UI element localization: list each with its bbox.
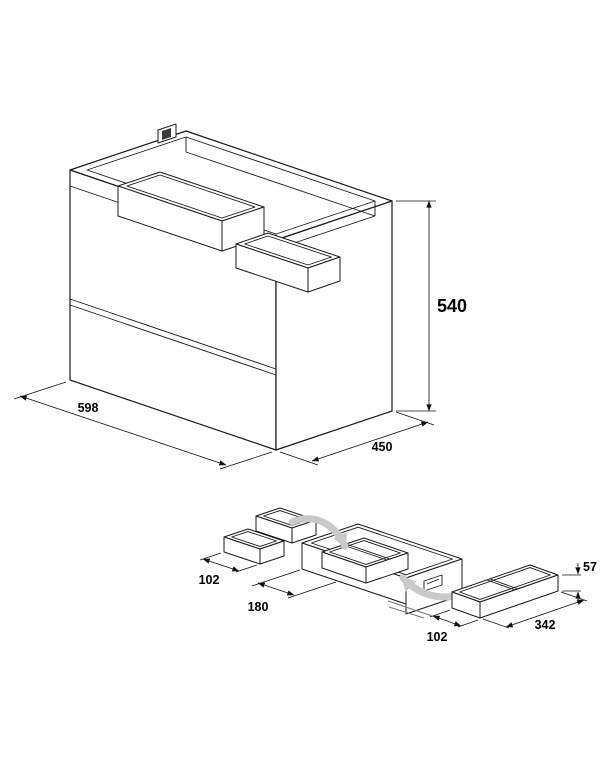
dim-small-tray-depth-label: 102 xyxy=(199,573,220,587)
dim-depth-label: 450 xyxy=(372,440,393,454)
small-tray-front xyxy=(223,528,285,565)
dim-drawer-section-width-label: 180 xyxy=(248,600,269,614)
internal-drawer-box-lower xyxy=(235,232,341,293)
dim-long-tray-length-label: 342 xyxy=(535,618,556,632)
dimension-small-tray-depth: 102 xyxy=(199,552,258,587)
small-tray-back xyxy=(255,507,317,544)
dim-tray-height-label: 57 xyxy=(583,560,597,574)
dimension-drawer-section-width: 180 xyxy=(248,569,337,614)
dimension-width: 598 xyxy=(13,381,273,470)
internal-drawer-box-upper xyxy=(117,171,265,252)
drawer-logo-badge xyxy=(423,574,443,592)
organizer-diagram: 102 180 57 342 102 xyxy=(199,507,597,644)
dim-height-label: 540 xyxy=(437,296,467,316)
drawer-slide-rails xyxy=(387,600,433,619)
dimension-long-tray-length: 342 xyxy=(482,591,588,632)
dimension-height: 540 xyxy=(396,200,467,412)
dim-width-label: 598 xyxy=(78,401,99,415)
dimension-depth: 450 xyxy=(279,411,435,466)
dim-long-tray-depth-label: 102 xyxy=(427,630,448,644)
dimension-long-tray-depth: 102 xyxy=(427,609,479,644)
dimension-tray-height: 57 xyxy=(562,560,597,603)
vanity-cabinet xyxy=(69,123,393,451)
long-tray xyxy=(451,564,559,619)
insert-arrow-left xyxy=(288,515,349,550)
cabinet-right-face xyxy=(275,200,393,451)
wall-mount-bracket xyxy=(157,123,177,144)
